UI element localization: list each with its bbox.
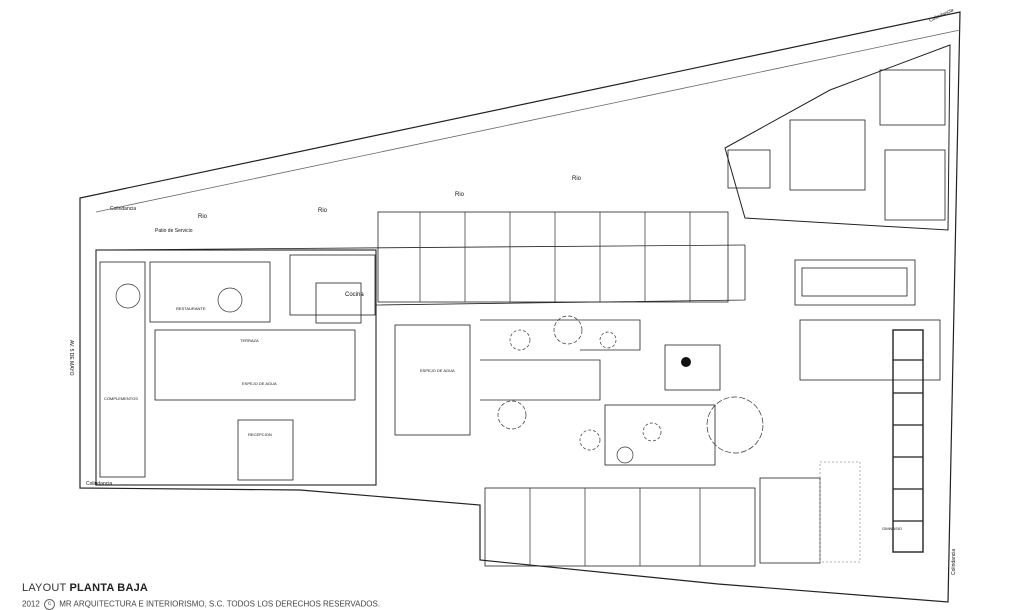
- title-main: PLANTA BAJA: [69, 582, 149, 594]
- copyright-year: 2012: [22, 599, 40, 609]
- column-dot: [681, 357, 691, 367]
- room-label-reception: RECEPCION: [248, 432, 272, 437]
- room-label-lobby: COMPLEMENTOS: [104, 396, 138, 401]
- room-label-terrace: TERRAZA: [240, 338, 259, 343]
- river-label-2: Rio: [318, 208, 328, 214]
- copyright-icon: c: [44, 599, 56, 610]
- plan-linework: [79, 11, 961, 603]
- plants-group: [115, 283, 764, 464]
- river-label-1: Rio: [198, 214, 208, 220]
- room-label-kitchen: Cocina: [345, 292, 364, 298]
- river-label-4: Rio: [572, 176, 582, 182]
- boundary-label-north: Colindancia: [928, 7, 954, 24]
- room-label-water-mirror-right: ESPEJO DE AGUA: [420, 368, 455, 373]
- boundary-label-south: Colindancia: [86, 481, 112, 487]
- boundary-label-west: Colindancia: [110, 206, 136, 212]
- room-label-gym: GIMNASIO: [882, 526, 902, 531]
- room-label-restaurant: RESTAURANTE: [176, 306, 206, 311]
- copyright-text: MR ARQUITECTURA E INTERIORISMO, S.C. TOD…: [59, 599, 381, 609]
- street-label: AV. 5 DE MAYO: [68, 340, 74, 376]
- plan-labels: Colindancia Rio Rio Rio Rio Colindancia …: [68, 7, 957, 575]
- river-label-3: Rio: [455, 192, 465, 198]
- boundary-label-east: Colindancia: [951, 549, 957, 575]
- room-label-service-yard: Patio de Servicio: [155, 228, 193, 234]
- copyright-line: 2012 c MR ARQUITECTURA E INTERIORISMO, S…: [22, 599, 380, 610]
- room-label-water-mirror-left: ESPEJO DE AGUA: [242, 381, 277, 386]
- drawing-title: LAYOUT PLANTA BAJA: [22, 582, 148, 594]
- title-prefix: LAYOUT: [22, 582, 67, 594]
